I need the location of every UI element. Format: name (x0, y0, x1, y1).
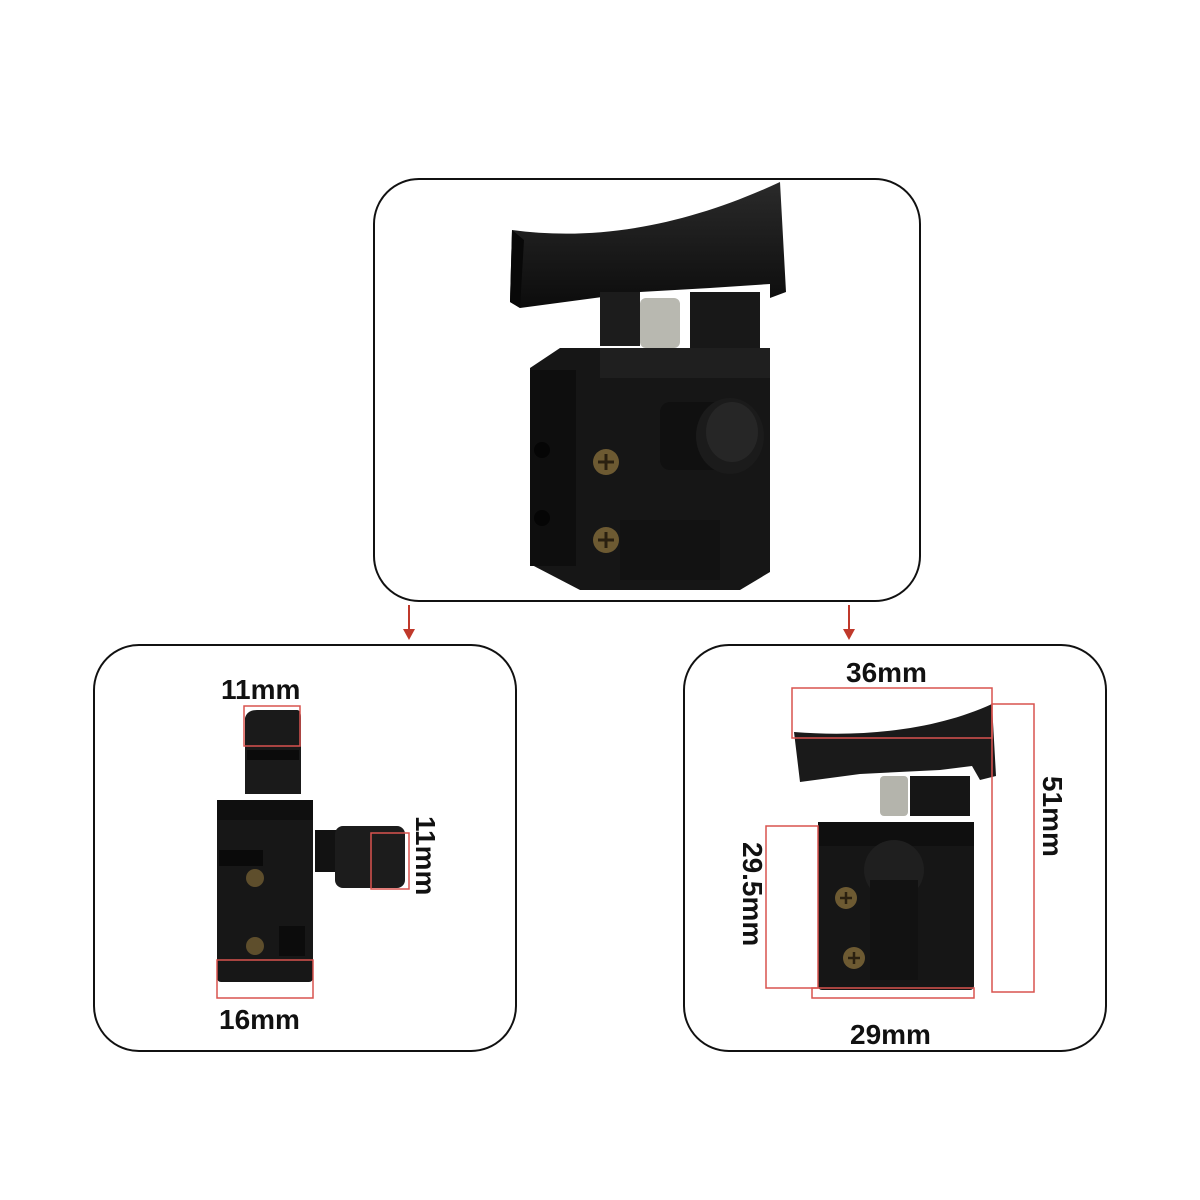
front-view-image (765, 687, 1035, 999)
body-width-front-label: 29mm (850, 1019, 931, 1050)
arrow-down-icon (403, 605, 415, 640)
trigger-switch-image (510, 182, 786, 590)
body-width-side-label: 16mm (219, 1004, 300, 1035)
body-height-label: 29.5mm (737, 842, 768, 947)
side-view-image (216, 705, 410, 999)
total-height-label: 51mm (1037, 776, 1068, 857)
trigger-width-label: 11mm (221, 674, 301, 705)
arrow-down-icon (843, 605, 855, 640)
trigger-width-front-label: 36mm (846, 657, 927, 688)
button-length-label: 11mm (410, 816, 441, 896)
